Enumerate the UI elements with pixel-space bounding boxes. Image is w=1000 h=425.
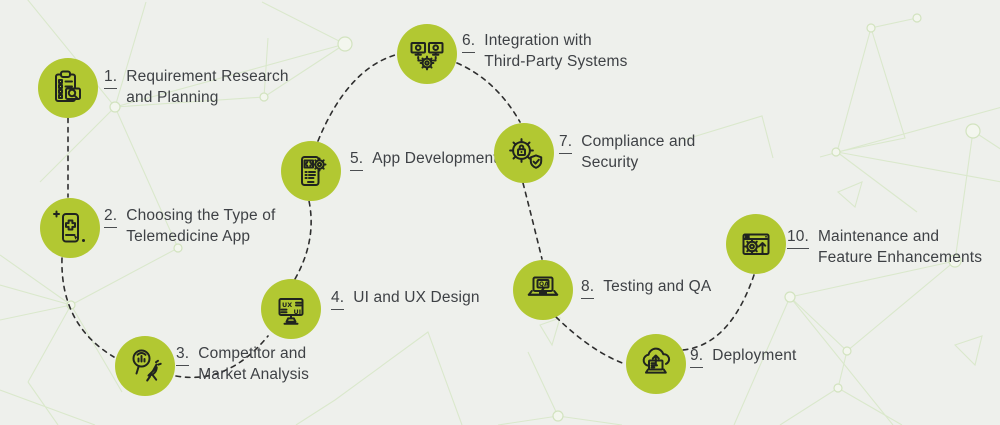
svg-text:QA: QA (539, 281, 549, 288)
step-5-text: App Development (372, 150, 498, 167)
step-8-text: Testing and QA (603, 278, 712, 295)
step-1-label: 1. Requirement Research and Planning (104, 66, 289, 108)
step-9-number: 9. (690, 345, 704, 368)
step-3-label: 3. Competitor and Market Analysis (176, 343, 309, 385)
market-analysis-icon (125, 346, 165, 386)
step-5-label: 5. App Development (350, 148, 498, 171)
step-10-text: Maintenance and Feature Enhancements (818, 228, 983, 266)
step-4-label: 4. UI and UX Design (331, 287, 480, 310)
step-4-circle: UX UI (261, 279, 321, 339)
step-8-label: 8. Testing and QA (581, 276, 711, 299)
svg-text:UX: UX (282, 301, 292, 309)
step-1-circle (38, 58, 98, 118)
svg-text:UI: UI (294, 308, 302, 316)
app-development-phone-icon (291, 151, 331, 191)
connector-6-7 (456, 62, 521, 123)
step-10-circle (726, 214, 786, 274)
connector-9-10 (682, 274, 755, 351)
connector-7-8 (522, 182, 543, 260)
mesh-nodes (66, 13, 981, 422)
maintenance-browser-icon (736, 224, 776, 264)
connector-8-9 (555, 316, 626, 365)
cloud-deployment-icon (636, 344, 676, 384)
step-6-label: 6. Integration with Third-Party Systems (462, 30, 627, 72)
step-9-text: Deployment (712, 347, 797, 364)
step-9-circle (626, 334, 686, 394)
step-2-text: Choosing the Type of Telemedicine App (126, 207, 276, 245)
step-6-text: Integration with Third-Party Systems (484, 32, 628, 70)
connector-2-3 (61, 257, 115, 358)
security-gear-shield-icon (504, 133, 544, 173)
step-6-number: 6. (462, 30, 476, 53)
step-7-text: Compliance and Security (581, 133, 696, 171)
connector-4-5 (294, 200, 312, 280)
step-1-text: Requirement Research and Planning (126, 68, 289, 106)
step-10-label: 10. Maintenance and Feature Enhancements (787, 226, 982, 268)
step-2-number: 2. (104, 205, 118, 228)
qa-laptop-icon: QA (523, 270, 563, 310)
step-8-number: 8. (581, 276, 595, 299)
clipboard-search-icon (48, 68, 88, 108)
step-3-text: Competitor and Market Analysis (198, 345, 310, 383)
step-6-circle (397, 24, 457, 84)
step-5-number: 5. (350, 148, 364, 171)
step-9-label: 9. Deployment (690, 345, 796, 368)
step-2-circle (40, 198, 100, 258)
connector-3-4 (175, 335, 269, 379)
step-7-label: 7. Compliance and Security (559, 131, 695, 173)
step-3-number: 3. (176, 343, 190, 366)
step-connectors (61, 54, 755, 379)
step-3-circle (115, 336, 175, 396)
step-5-circle (281, 141, 341, 201)
step-7-number: 7. (559, 131, 573, 154)
uxui-monitor-icon: UX UI (271, 289, 311, 329)
integration-systems-icon (407, 34, 447, 74)
step-4-text: UI and UX Design (353, 289, 480, 306)
step-8-circle: QA (513, 260, 573, 320)
step-10-number: 10. (787, 226, 809, 249)
step-2-label: 2. Choosing the Type of Telemedicine App (104, 205, 275, 247)
telemedicine-phone-icon (50, 208, 85, 248)
step-4-number: 4. (331, 287, 345, 310)
step-1-number: 1. (104, 66, 118, 89)
step-7-circle (494, 123, 554, 183)
connector-5-6 (317, 54, 396, 142)
